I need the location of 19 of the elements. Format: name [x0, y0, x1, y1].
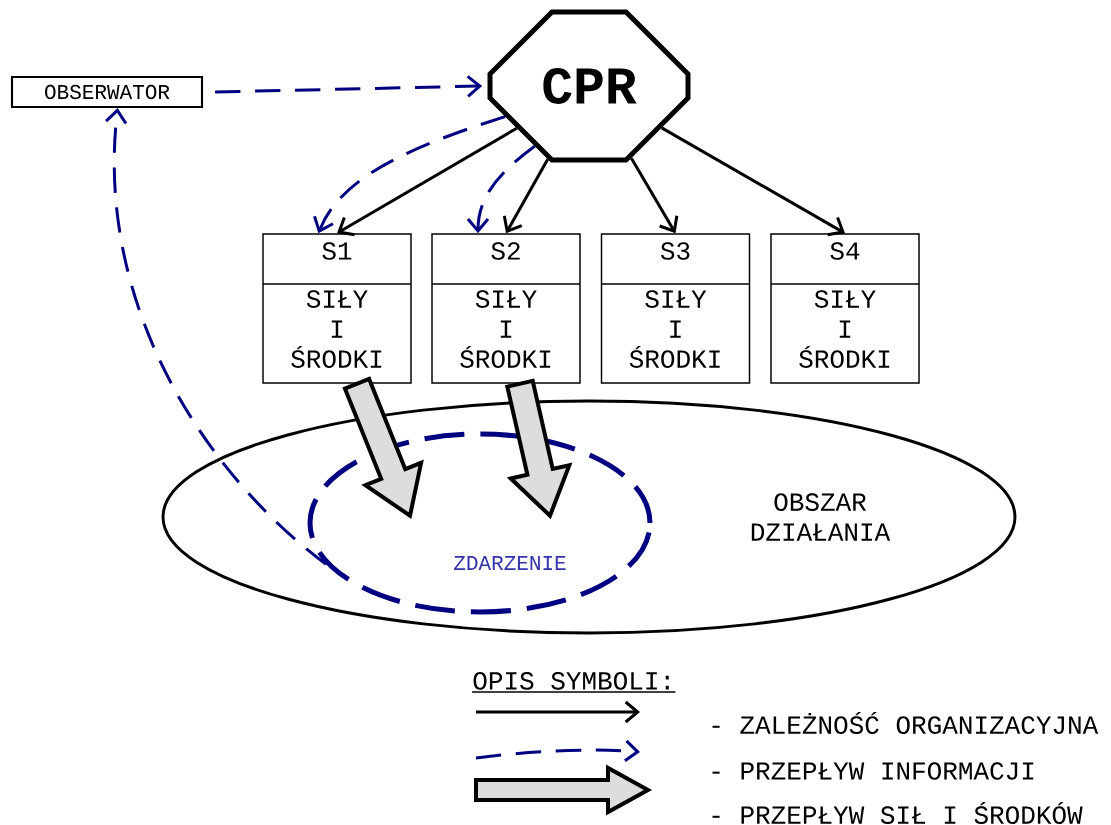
unit-box: S3 SIŁY I ŚRODKI [600, 233, 751, 384]
arrow [215, 75, 483, 98]
arrow [502, 158, 550, 234]
legend-text: - PRZEPŁYW INFORMACJI [712, 762, 1034, 780]
arrow [466, 145, 536, 234]
unit-box: S2 SIŁY I ŚRODKI [431, 233, 581, 384]
unit-box: S4 SIŁY I ŚRODKI [770, 233, 920, 384]
arrow [313, 115, 506, 234]
legend-text: - PRZEPŁYW SIŁ I ŚRODKÓW [712, 802, 1083, 824]
legend-text: - ZALEŻNOŚĆ ORGANIZACYJNA [712, 712, 1099, 734]
arrow [337, 126, 518, 237]
arrow [661, 126, 845, 237]
block-arrow [342, 376, 424, 520]
unit-box: S1 SIŁY I ŚRODKI [262, 233, 412, 384]
octagon: CPR [487, 9, 691, 163]
legend-heading: OPIS SYMBOLI: [471, 672, 677, 693]
arrow [630, 157, 679, 234]
arrow [105, 108, 327, 566]
observer-box: OBSERWATOR [10, 75, 204, 109]
